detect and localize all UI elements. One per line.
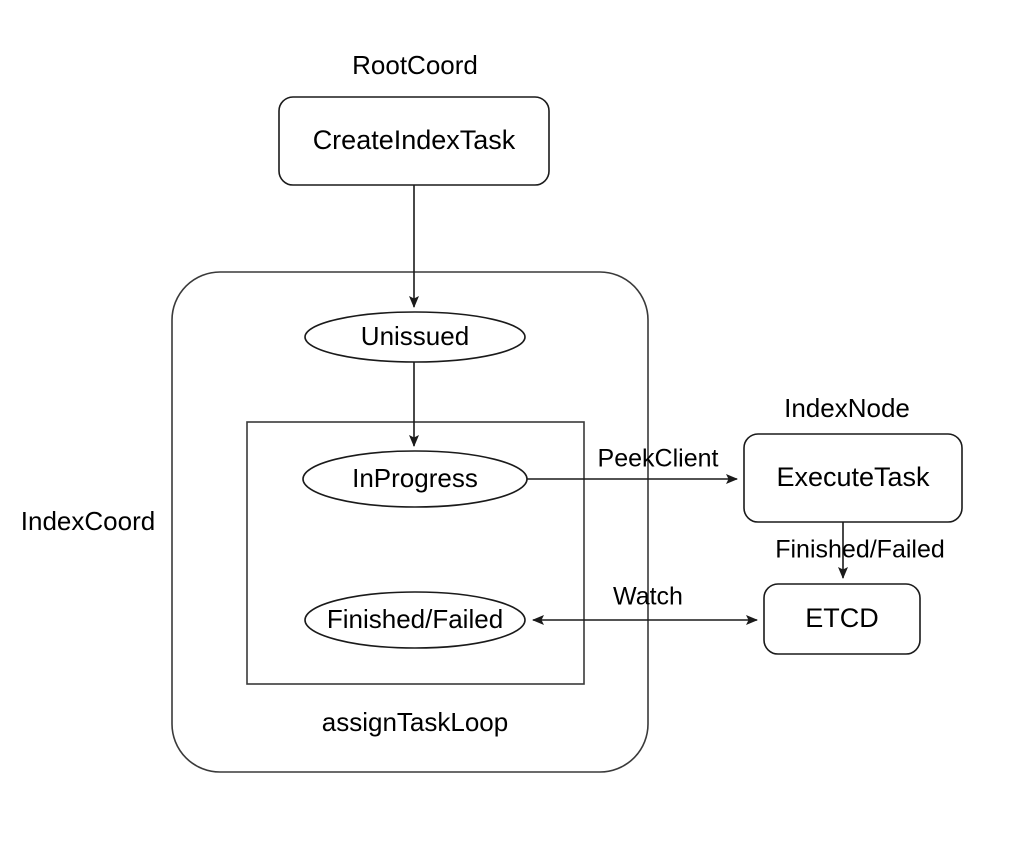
node-create-index-task-shape (278, 96, 550, 186)
group-index-coord-label: IndexCoord (21, 506, 155, 536)
node-execute-task-shape (743, 433, 963, 523)
node-etcd-label: ETCD (805, 603, 879, 633)
group-root-coord-label: RootCoord (352, 50, 478, 80)
group-index-coord-boundary (171, 271, 649, 773)
node-execute-task[interactable]: ExecuteTask (743, 433, 963, 523)
group-assign-task-loop-boundary (246, 421, 585, 685)
node-create-index-task-label: CreateIndexTask (313, 125, 516, 155)
edge-label-finished-failed: Finished/Failed (775, 536, 945, 564)
edge-label-peek-client-text: PeekClient (598, 445, 719, 473)
edge-label-peek-client: PeekClient (598, 445, 719, 473)
node-finished-failed-state-label: Finished/Failed (327, 604, 503, 634)
edge-label-watch-text: Watch (613, 583, 683, 611)
group-index-node-label: IndexNode (784, 393, 910, 423)
node-etcd[interactable]: ETCD (763, 583, 921, 655)
node-in-progress[interactable]: InProgress (302, 450, 528, 508)
node-finished-failed-state[interactable]: Finished/Failed (304, 591, 526, 649)
node-etcd-shape (763, 583, 921, 655)
node-execute-task-label: ExecuteTask (776, 462, 930, 492)
node-unissued-shape (304, 311, 526, 363)
node-in-progress-shape (302, 450, 528, 508)
group-assign-task-loop-label: assignTaskLoop (322, 707, 508, 737)
node-unissued[interactable]: Unissued (304, 311, 526, 363)
edge-label-finished-failed-text: Finished/Failed (775, 536, 945, 564)
node-in-progress-label: InProgress (352, 463, 478, 493)
node-finished-failed-state-shape (304, 591, 526, 649)
node-unissued-label: Unissued (361, 321, 469, 351)
node-create-index-task[interactable]: CreateIndexTask (278, 96, 550, 186)
edge-label-watch: Watch (613, 583, 683, 611)
